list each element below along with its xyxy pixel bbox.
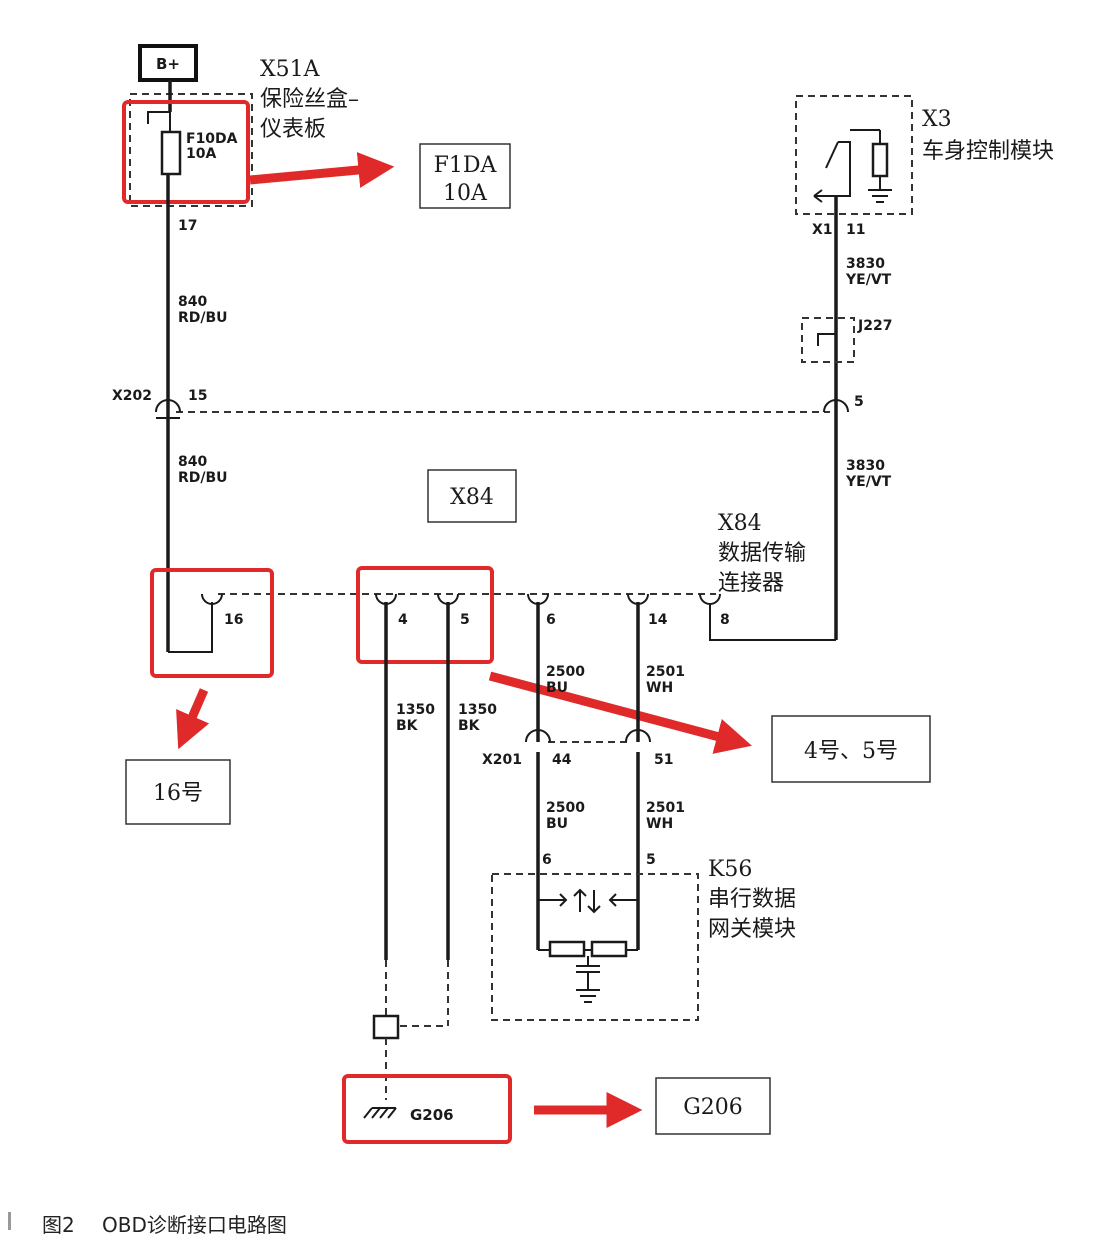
serial-data-gateway-k56: 6 5 K56 串行数据 网关模块 <box>491 852 796 1021</box>
resistor-icon <box>871 142 889 178</box>
wire-840-top-color: RD/BU <box>178 310 228 326</box>
fuse-icon <box>160 130 182 176</box>
dlc-pin-16: 16 <box>224 612 243 628</box>
ground-g206: G206 <box>363 1106 454 1124</box>
down-arrow-icon <box>587 890 601 914</box>
fuse-callout: F1DA 10A <box>419 143 511 209</box>
wire-3830-top-color: YE/VT <box>845 272 892 288</box>
figure-number: 图2 <box>42 1213 75 1237</box>
pins45-callout-arrow <box>488 671 752 754</box>
pin-8-terminal <box>699 593 721 605</box>
gateway-name-line2: 网关模块 <box>708 917 796 942</box>
gateway-name-line1: 串行数据 <box>708 887 796 912</box>
pin16-callout: 16号 <box>125 759 231 825</box>
dlc-pin-5: 5 <box>460 612 470 628</box>
battery-positive-source: B+ <box>138 44 198 82</box>
ground-icon <box>868 189 892 203</box>
wire-2500-b-number: 2500 <box>546 800 585 816</box>
pin-16-terminal <box>201 593 223 605</box>
ground-callout-text: G206 <box>683 1095 743 1120</box>
wire-3830-top-number: 3830 <box>846 256 885 272</box>
pin16-highlight-box <box>150 568 274 678</box>
body-control-module-x3: X3 车身控制模块 X1 11 <box>795 95 1054 238</box>
fuse-rating: 10A <box>186 146 216 162</box>
x202-pin: 15 <box>188 388 207 404</box>
termination-resistor-b <box>590 940 628 958</box>
wire-3830-bottom-color: YE/VT <box>845 474 892 490</box>
x201-pin-a: 44 <box>552 752 572 768</box>
ground-id: G206 <box>410 1106 454 1124</box>
dlc-callout-text: X84 <box>450 485 494 510</box>
capacitor-icon <box>576 965 600 973</box>
wire-2501-a-color: WH <box>646 680 673 696</box>
dlc-name-line2: 连接器 <box>718 571 784 596</box>
pins45-callout-text: 4号、5号 <box>804 739 898 764</box>
termination-resistor-a <box>548 940 586 958</box>
pins45-callout: 4号、5号 <box>771 715 931 783</box>
inline-connector-x202: X202 15 5 <box>112 388 864 419</box>
wire-1350-b-number: 1350 <box>458 702 497 718</box>
fuse-callout-line2: 10A <box>443 181 488 206</box>
wire-2501-b-color: WH <box>646 816 673 832</box>
x201-pin-b: 51 <box>654 752 673 768</box>
pin16-callout-arrow <box>176 688 210 750</box>
pins45-highlight-box <box>356 566 494 664</box>
fuse-output-pin: 17 <box>178 218 197 234</box>
fuse-callout-line1: F1DA <box>434 153 498 178</box>
x202-id: X202 <box>112 388 152 404</box>
wire-1350-a-color: BK <box>396 718 419 734</box>
dlc-pin-8: 8 <box>720 612 730 628</box>
battery-positive-label: B+ <box>156 55 180 73</box>
fuse-box-name-line1: 保险丝盒– <box>260 87 359 112</box>
x201-id: X201 <box>482 752 522 768</box>
gateway-pin-a: 6 <box>542 852 552 868</box>
bcm-id: X3 <box>922 107 952 132</box>
wire-2501-b-number: 2501 <box>646 800 685 816</box>
wire-3830-bottom-number: 3830 <box>846 458 885 474</box>
fuse-box-id: X51A <box>260 57 321 82</box>
dlc-pin-4: 4 <box>398 612 408 628</box>
dlc-callout: X84 <box>427 469 517 523</box>
up-arrow-icon <box>573 888 587 912</box>
bcm-pin: 11 <box>846 222 865 238</box>
bcm-connector: X1 <box>812 222 833 238</box>
wire-2500-a-color: BU <box>546 680 568 696</box>
wire-2500-a-number: 2500 <box>546 664 585 680</box>
fuse-id: F10DA <box>186 131 238 147</box>
gateway-pin-b: 5 <box>646 852 656 868</box>
ground-callout: G206 <box>655 1077 771 1135</box>
j227-id: J227 <box>857 318 892 334</box>
fuse-highlight-box <box>122 100 250 204</box>
pin16-callout-text: 16号 <box>153 781 203 806</box>
wire-840-bottom-number: 840 <box>178 454 207 470</box>
dlc-id: X84 <box>718 511 762 536</box>
inline-connector-x201: X201 44 51 <box>482 729 673 768</box>
dlc-name-line1: 数据传输 <box>718 541 806 566</box>
wire-2500-b-color: BU <box>546 816 568 832</box>
figure-caption: 图2 OBD诊断接口电路图 <box>8 1212 287 1237</box>
bcm-name: 车身控制模块 <box>922 139 1054 164</box>
chassis-ground-icon <box>363 1107 397 1119</box>
gateway-ground-icon <box>576 989 600 1003</box>
wire-2501-a-number: 2501 <box>646 664 685 680</box>
wire-840-bottom-color: RD/BU <box>178 470 228 486</box>
splice-j227: J227 <box>801 317 892 363</box>
wire-1350-b-color: BK <box>458 718 481 734</box>
figure-title: OBD诊断接口电路图 <box>102 1213 287 1237</box>
wire-1350-a-number: 1350 <box>396 702 435 718</box>
switch-icon <box>825 141 839 169</box>
j227-pin: 5 <box>854 394 864 410</box>
wire-840-top-number: 840 <box>178 294 207 310</box>
data-link-connector-x84: X84 数据传输 连接器 16 4 5 6 14 8 <box>168 511 836 653</box>
gateway-id: K56 <box>708 857 752 882</box>
ground-splice-block <box>372 1014 400 1040</box>
fuse-callout-arrow <box>249 152 395 188</box>
fuse-box-name-line2: 仪表板 <box>260 117 326 142</box>
dlc-pin-6: 6 <box>546 612 556 628</box>
dlc-pin-14: 14 <box>648 612 668 628</box>
ground-highlight-box <box>342 1074 512 1144</box>
fuse-box-x51a: F10DA 10A X51A 保险丝盒– 仪表板 17 <box>129 57 359 234</box>
